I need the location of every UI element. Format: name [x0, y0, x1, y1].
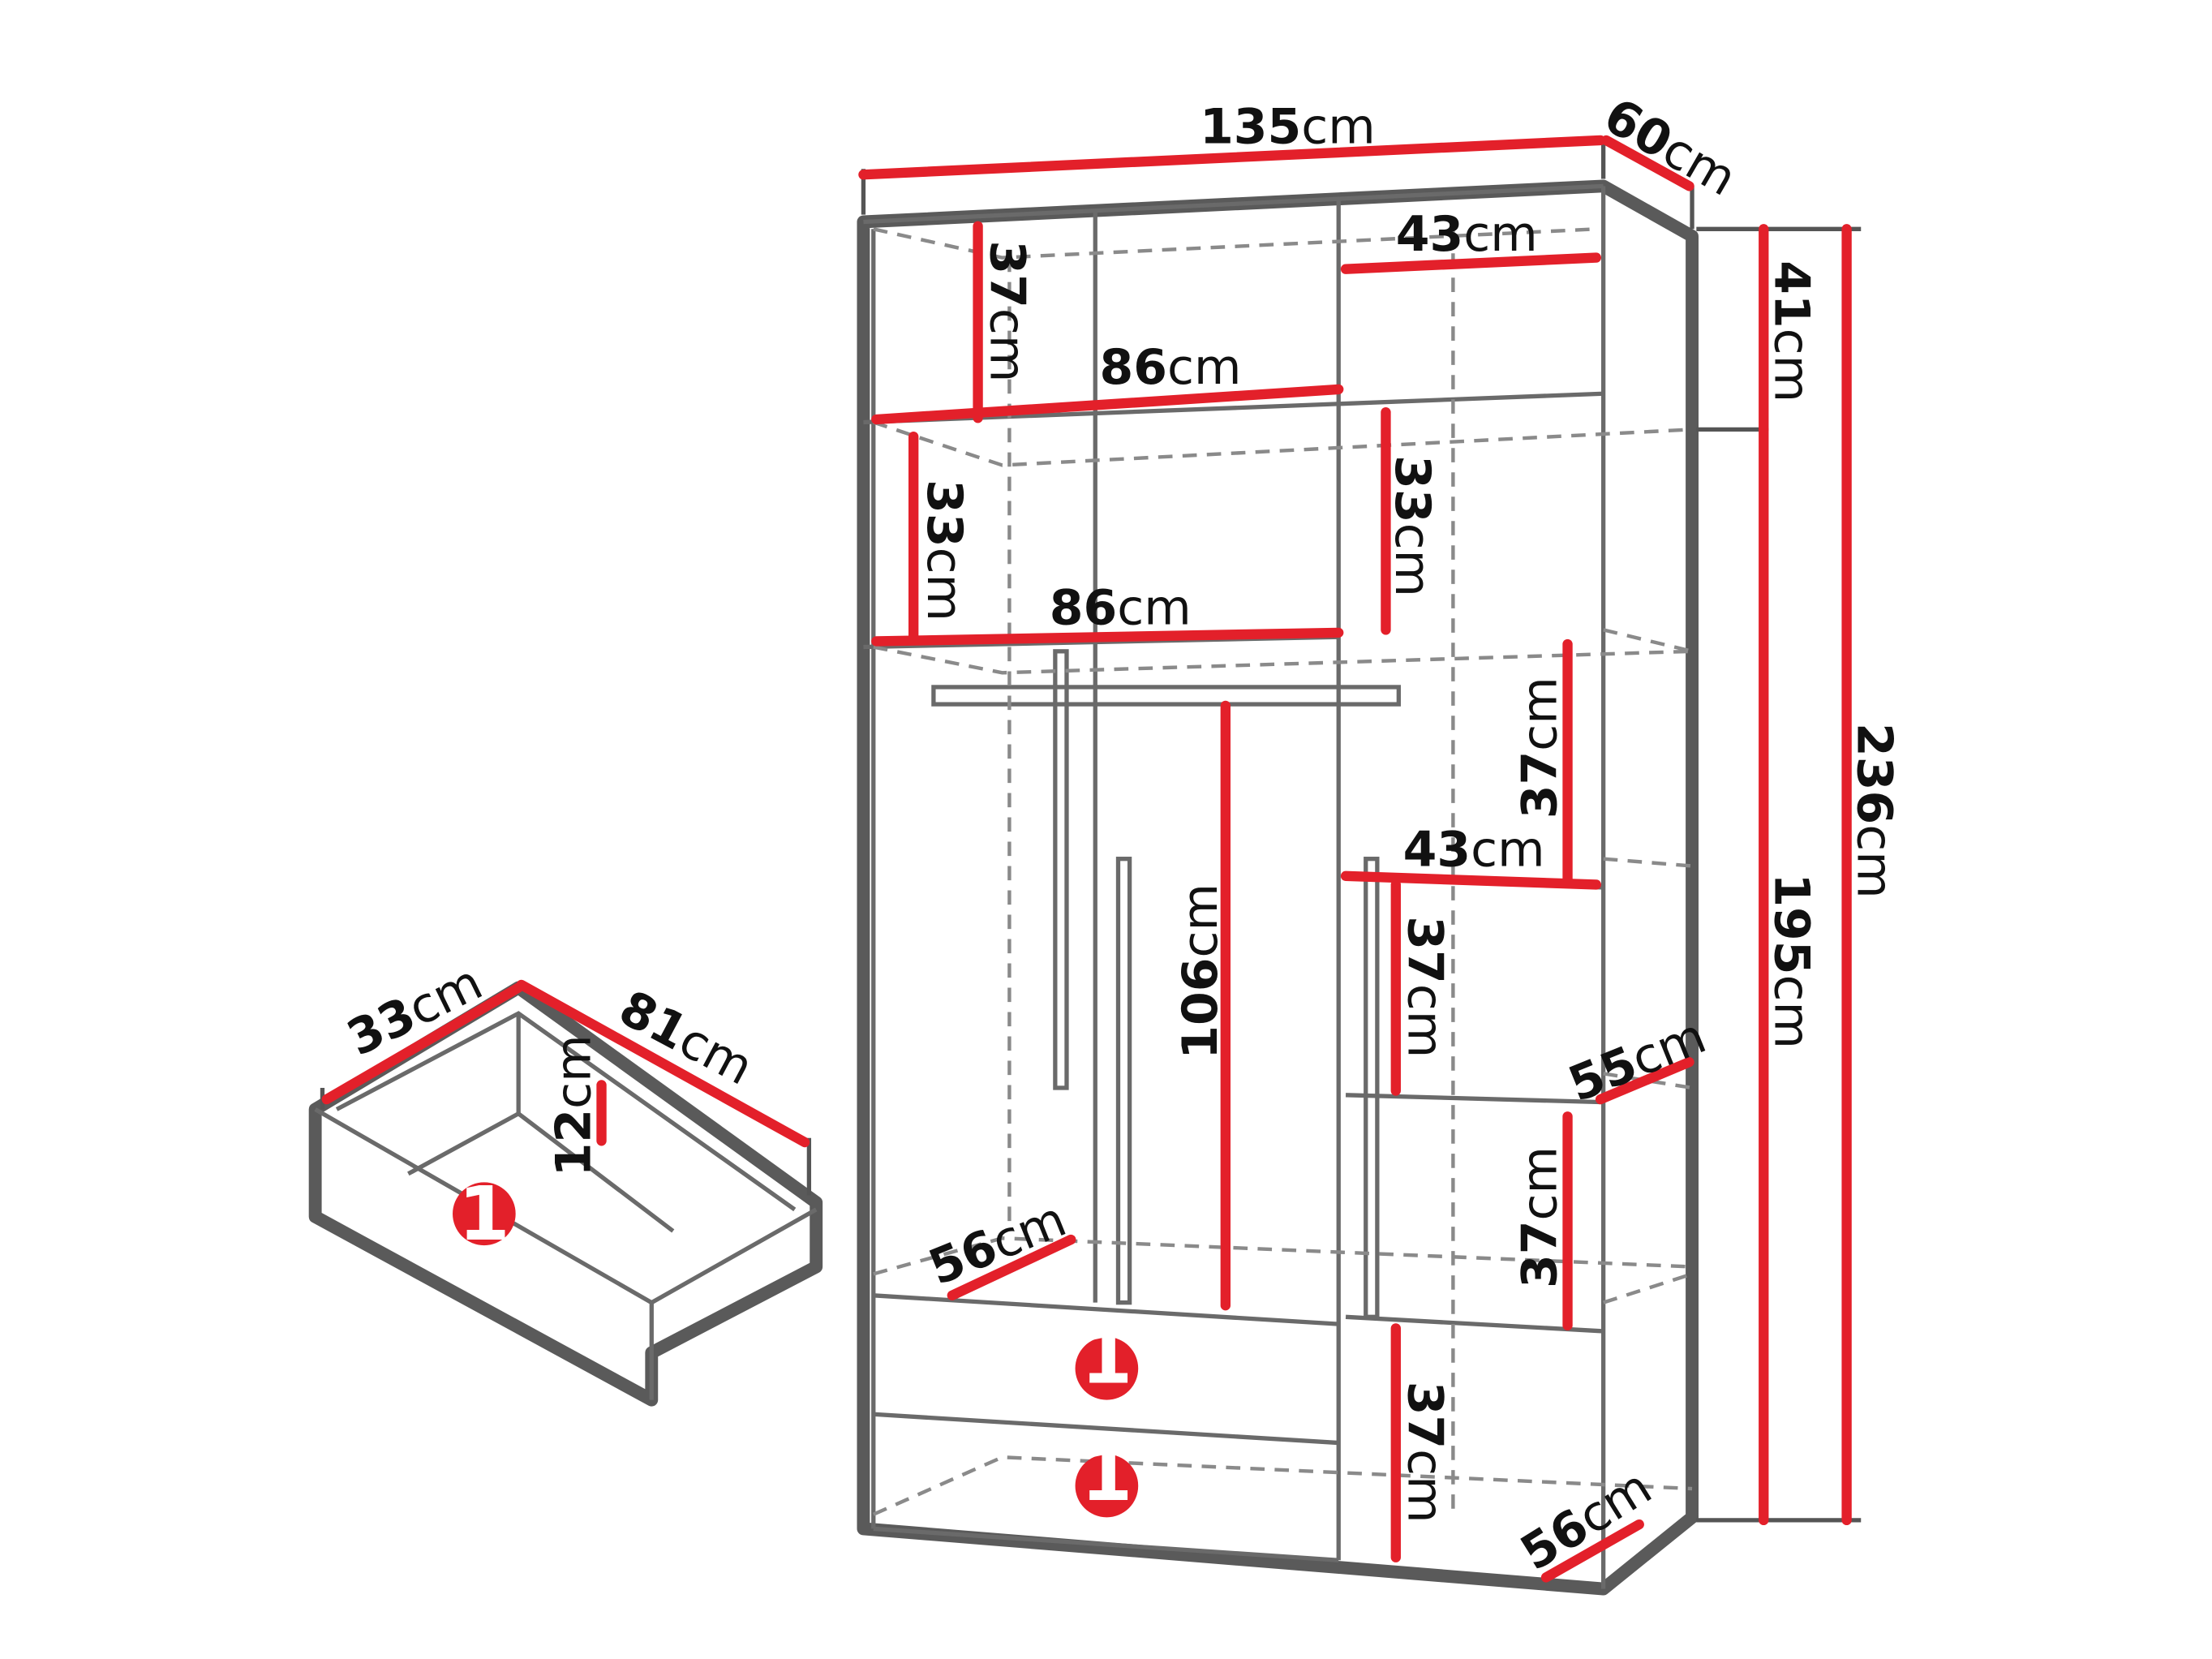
label-top-left-height: 37cm — [978, 240, 1035, 382]
svg-text:1: 1 — [1080, 1431, 1132, 1518]
label-total-width: 135cm — [1200, 98, 1376, 155]
label-top-height: 41cm — [1763, 260, 1819, 402]
dim-total-depth — [1601, 135, 1694, 191]
dimension-lines — [321, 135, 1852, 1583]
dim-right-bottom-depth — [1540, 1519, 1644, 1583]
svg-text:1: 1 — [1080, 1313, 1132, 1400]
label-shelf-left-width: 86cm — [1050, 579, 1192, 636]
drawer-badges: 1 1 1 — [453, 1171, 1139, 1518]
dim-shelf-left-width — [871, 627, 1344, 647]
label-right-shelf-width: 43cm — [1403, 821, 1545, 878]
label-total-height: 236cm — [1846, 723, 1903, 899]
dim-top-left-width — [871, 384, 1344, 425]
label-hanging-height: 106cm — [1172, 883, 1229, 1059]
dim-right-shelf-depth — [1595, 1057, 1694, 1105]
label-shelf-mid-height: 33cm — [1384, 455, 1441, 597]
dim-total-width — [858, 135, 1606, 180]
svg-text:1: 1 — [458, 1171, 510, 1257]
label-right-shelf-h1: 37cm — [1511, 677, 1568, 819]
label-drawer-height: 12cm — [545, 1034, 602, 1176]
label-top-right-width: 43cm — [1396, 206, 1538, 263]
badge-drawer-lower: 1 — [1075, 1431, 1139, 1518]
dim-top-right-width — [1340, 252, 1602, 274]
drawer — [308, 981, 823, 1407]
dim-drawer-depth — [516, 979, 810, 1148]
label-shelf-left-height: 33cm — [916, 479, 973, 621]
dim-drawer-width — [321, 982, 524, 1105]
dimension-labels: 135cm 60cm 43cm 86cm 86cm 43cm 37cm 33cm… — [338, 88, 1902, 1582]
badge-drawer-detail: 1 — [453, 1171, 516, 1257]
dim-right-shelf-width — [1340, 870, 1602, 890]
label-body-height: 195cm — [1763, 873, 1819, 1049]
label-right-shelf-h2: 37cm — [1397, 916, 1454, 1058]
drawer-outline — [308, 981, 823, 1407]
dim-left-depth — [947, 1234, 1076, 1301]
label-top-left-width: 86cm — [1100, 339, 1242, 396]
label-left-depth: 56cm — [921, 1191, 1074, 1296]
label-right-shelf-h3: 37cm — [1511, 1146, 1568, 1288]
badge-drawer-upper: 1 — [1075, 1313, 1139, 1400]
label-right-bottom-h: 37cm — [1397, 1382, 1454, 1524]
